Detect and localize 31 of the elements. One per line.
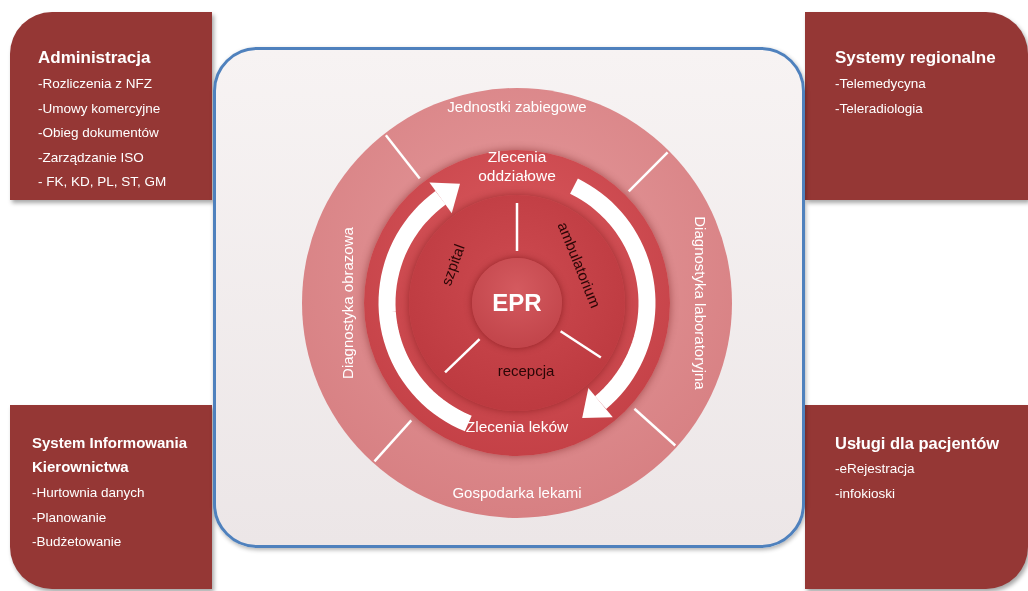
- segment-label: Jednostki zabiegowe: [447, 98, 587, 116]
- rounded-panel: [213, 47, 805, 548]
- list-item: -Hurtownia danych: [32, 484, 145, 502]
- box-heading: Usługi dla pacjentów: [835, 433, 1000, 454]
- list-item: -infokioski: [835, 484, 896, 503]
- list-item: -Obieg dokumentów: [38, 124, 159, 142]
- segment-label: Zlecenia leków: [465, 417, 569, 437]
- inner-ring: [409, 195, 625, 411]
- segment-label: Diagnostyka laboratoryjna: [691, 216, 709, 390]
- center-label: EPR: [492, 288, 542, 318]
- box-heading: Systemy regionalne: [835, 47, 996, 69]
- category-box: [10, 405, 212, 589]
- box-heading: Administracja: [38, 47, 151, 69]
- list-item: - FK, KD, PL, ST, GM: [38, 173, 167, 191]
- list-item: -Teleradiologia: [835, 99, 923, 118]
- box-heading: System Informowania Kierownictwa: [32, 433, 189, 477]
- list-item: -Budżetowanie: [32, 533, 122, 551]
- category-box: [805, 405, 1028, 589]
- segment-label: recepcja: [497, 362, 555, 380]
- list-item: -Umowy komercyjne: [38, 99, 161, 118]
- segment-label: Diagnostyka obrazowa: [339, 227, 357, 379]
- list-item: -Rozliczenia z NFZ: [38, 75, 153, 93]
- segment-label: Gospodarka lekami: [452, 484, 582, 502]
- segment-label: Zlecenia oddziałowe: [477, 148, 557, 186]
- list-item: -Telemedycyna: [835, 75, 926, 93]
- list-item: -eRejestracja: [835, 460, 915, 478]
- list-item: -Zarządzanie ISO: [38, 148, 144, 167]
- category-box: [805, 12, 1028, 200]
- list-item: -Planowanie: [32, 508, 107, 527]
- segment-label: szpital: [437, 241, 469, 289]
- category-box: [10, 12, 212, 200]
